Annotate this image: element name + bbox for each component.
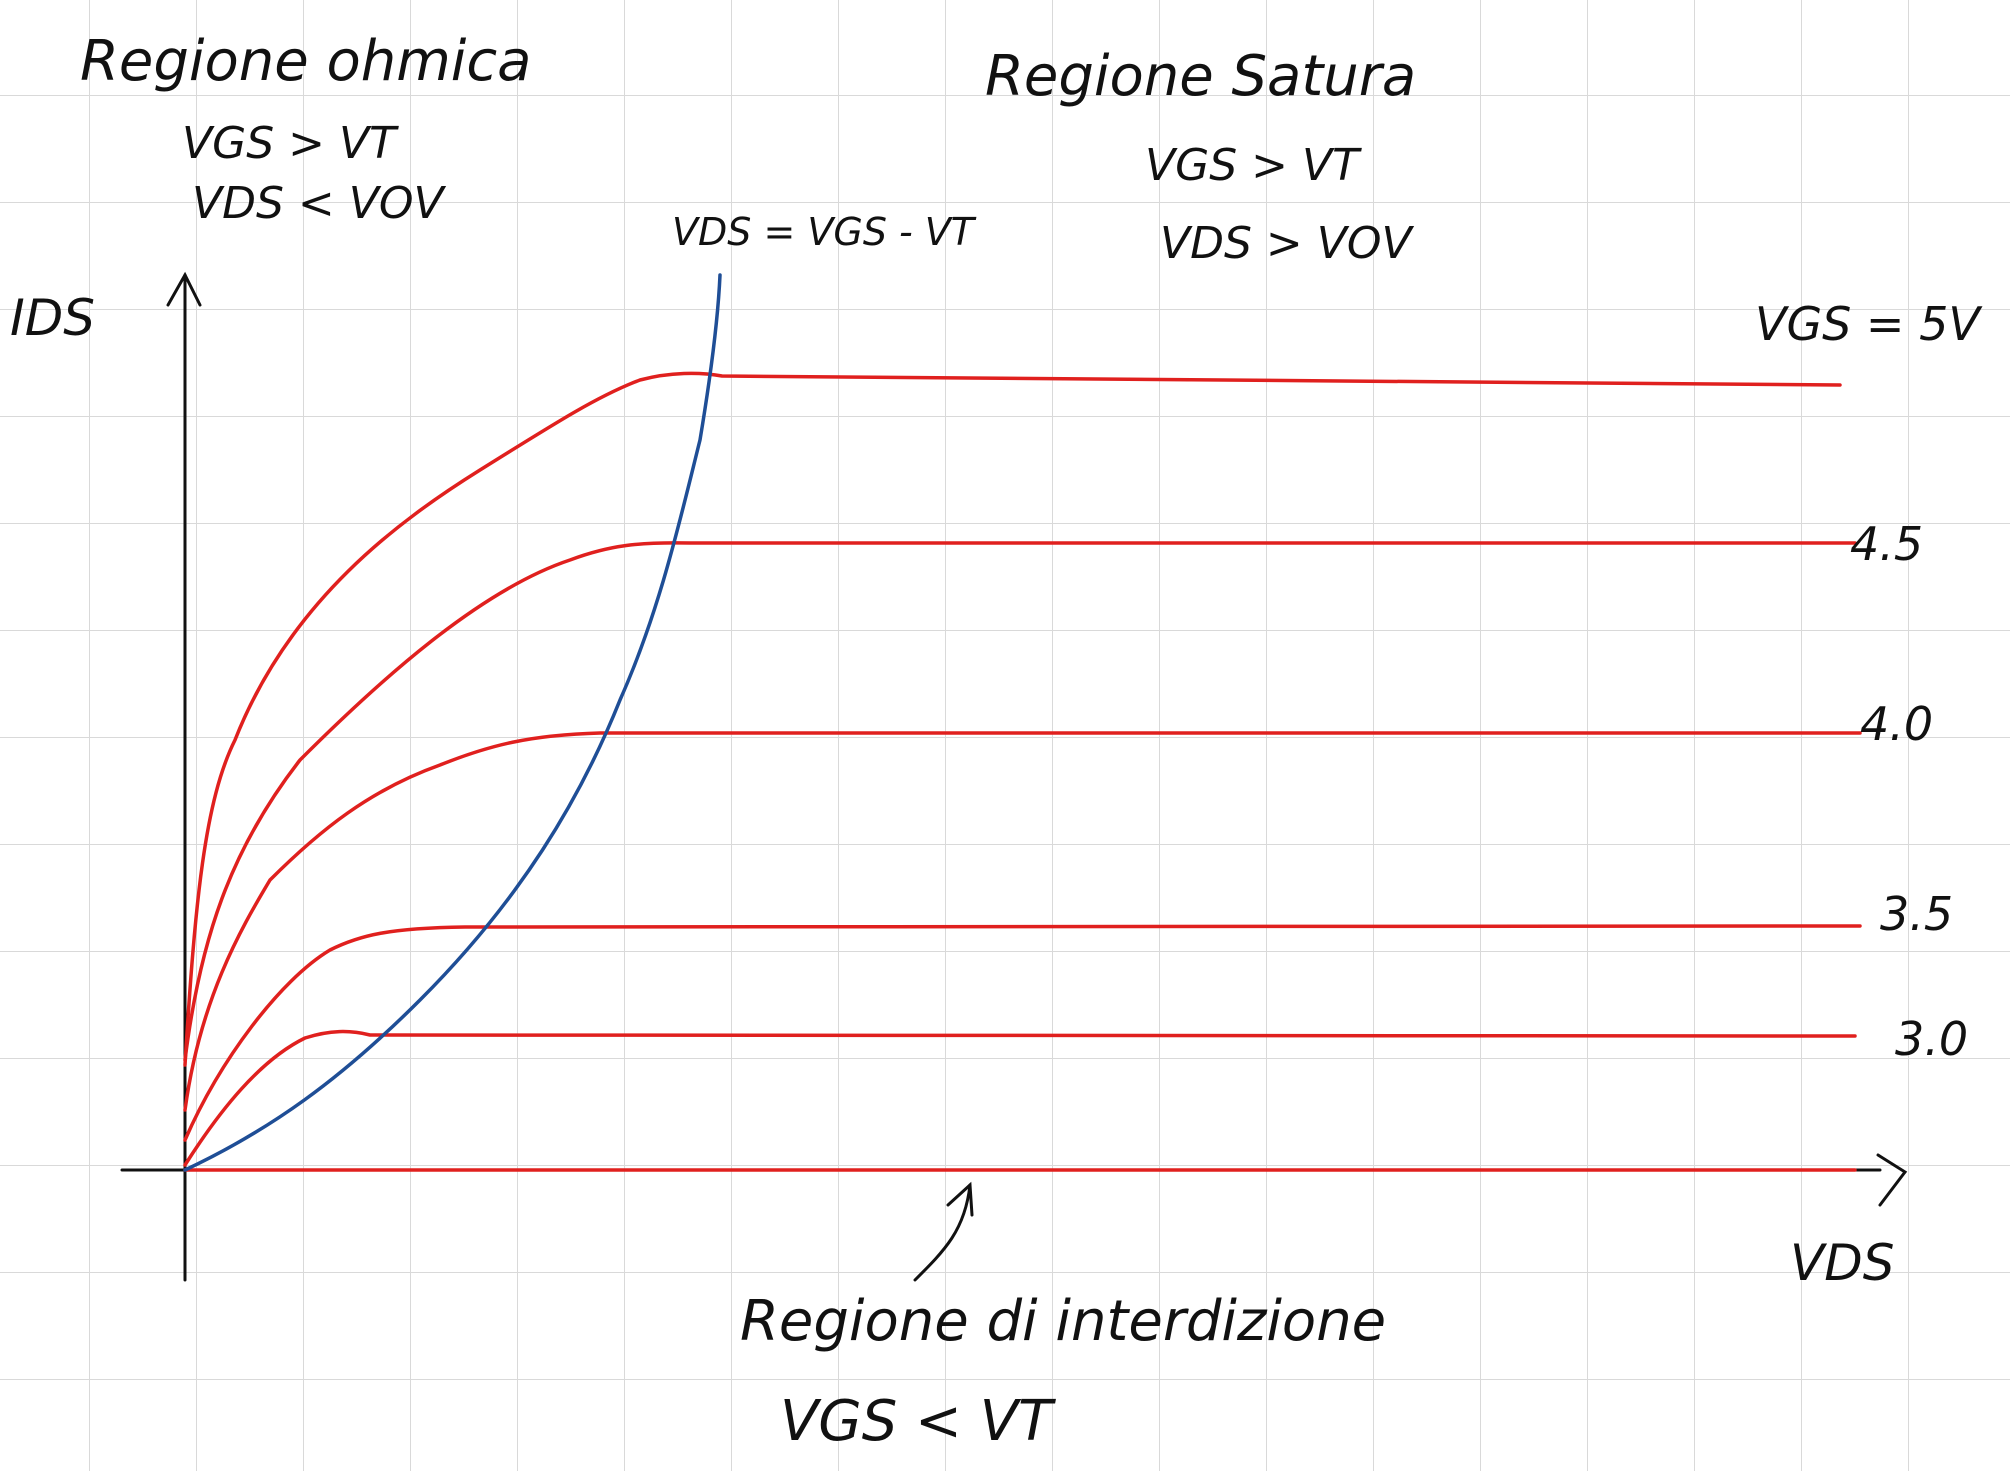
saturation-condition-1: VGS > VT (1145, 140, 1362, 191)
saturation-boundary-curve (183, 273, 722, 1172)
curve-vgs-4-5 (183, 541, 1857, 1062)
ohmic-condition-1: VGS > VT (182, 118, 399, 169)
cutoff-pointer-arrow (913, 1181, 974, 1282)
y-axis-label: IDS (10, 289, 95, 347)
curve-vgs-5 (183, 371, 1842, 1067)
curve-label-4-0: 4.0 (1860, 697, 1933, 751)
y-axis-arrow (166, 271, 202, 307)
curve-vgs-3-5 (183, 924, 1862, 1142)
boundary-label: VDS = VGS - VT (672, 210, 977, 254)
x-axis-arrow (1876, 1153, 1908, 1207)
saturation-title: Regione Satura (985, 44, 1416, 109)
curve-label-3-5: 3.5 (1880, 887, 1953, 941)
curve-label-3-0: 3.0 (1895, 1012, 1968, 1066)
ohmic-condition-2: VDS < VOV (192, 178, 446, 229)
cutoff-title: Regione di interdizione (740, 1289, 1386, 1354)
cutoff-condition: VGS < VT (780, 1389, 1056, 1454)
characteristic-curves (183, 371, 1862, 1172)
curve-vgs-4-0 (183, 731, 1862, 1112)
ohmic-title: Regione ohmica (80, 29, 531, 94)
saturation-condition-2: VDS > VOV (1160, 218, 1414, 269)
curve-label-4-5: 4.5 (1850, 517, 1923, 571)
curve-vgs-3-0 (183, 1029, 1857, 1167)
curve-label-vgs-5: VGS = 5V (1755, 297, 1983, 351)
x-axis-label: VDS (1790, 1234, 1894, 1292)
